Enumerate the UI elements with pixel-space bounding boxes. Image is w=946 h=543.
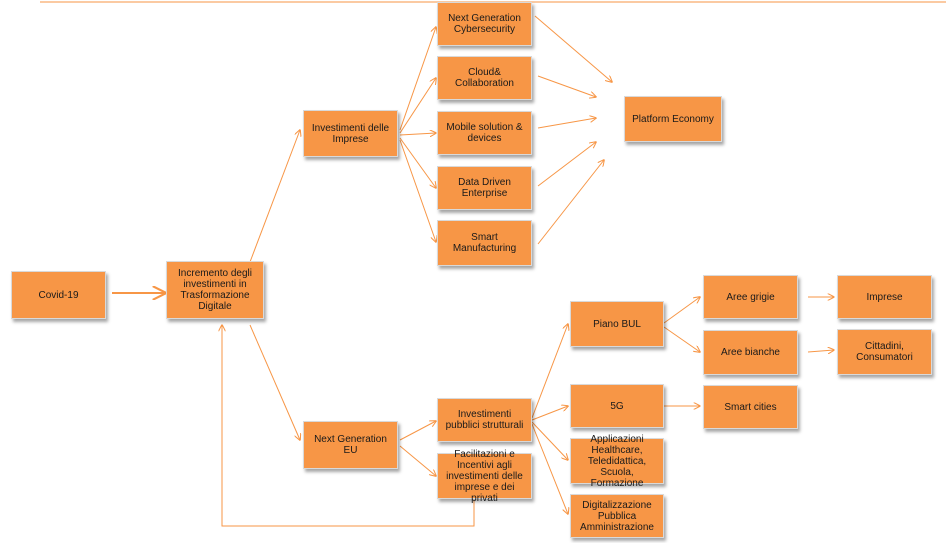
- arrow-imprese-mobile: [399, 133, 436, 135]
- node-cittadini: Cittadini, Consumatori: [837, 329, 932, 375]
- node-next-generation-eu: Next Generation EU: [303, 421, 398, 469]
- arrow-pubblici-digitalizzazione: [531, 423, 568, 514]
- arrow-pubblici-5g: [531, 406, 568, 421]
- node-data-driven: Data Driven Enterprise: [437, 166, 532, 210]
- arrow-nge-pubblici: [399, 421, 436, 441]
- arrow-pubblici-bul: [531, 324, 568, 419]
- arrow-bul-grigie: [663, 297, 700, 324]
- node-smart-manufacturing: Smart Manufacturing: [437, 220, 532, 266]
- arrow-mobile-platform: [537, 118, 596, 129]
- node-investimenti-imprese: Investimenti delle Imprese: [303, 110, 398, 157]
- node-incremento: Incremento degli investimenti in Trasfor…: [166, 261, 264, 319]
- arrow-incremento-nge: [249, 324, 300, 440]
- node-cloud: Cloud& Collaboration: [437, 56, 532, 100]
- arrow-imprese-smartmfg: [399, 139, 436, 242]
- arrow-imprese-cyber: [399, 27, 436, 131]
- arrow-imprese-datadriven: [399, 137, 436, 188]
- arrow-cloud-platform: [537, 75, 596, 97]
- node-cybersecurity: Next Generation Cybersecurity: [437, 2, 532, 46]
- node-aree-bianche: Aree bianche: [703, 330, 798, 375]
- node-covid: Covid-19: [11, 271, 106, 319]
- arrow-nge-facilitazioni: [399, 445, 436, 476]
- arrow-smartmfg-platform: [537, 160, 604, 245]
- arrow-datadriven-platform: [537, 142, 596, 187]
- node-smart-cities: Smart cities: [703, 385, 798, 429]
- node-investimenti-pubblici: Investimenti pubblici strutturali: [437, 398, 532, 442]
- arrow-cyber-platform: [534, 15, 612, 82]
- node-5g: 5G: [570, 384, 664, 428]
- node-imprese: Imprese: [837, 275, 932, 319]
- node-digitalizzazione: Digitalizzazione Pubblica Amministrazion…: [570, 494, 664, 538]
- node-piano-bul: Piano BUL: [570, 301, 664, 347]
- arrow-bul-bianche: [663, 326, 700, 352]
- arrow-imprese-cloud: [399, 78, 436, 134]
- node-facilitazioni: Facilitazioni e Incentivi agli investime…: [437, 449, 532, 504]
- arrow-incremento-imprese: [249, 130, 300, 263]
- arrow-bianche-cittadini: [807, 350, 834, 352]
- arrow-pubblici-applicazioni: [531, 421, 568, 460]
- arrow-feedback-loop: [222, 325, 475, 527]
- node-mobile: Mobile solution & devices: [437, 111, 532, 155]
- node-platform-economy: Platform Economy: [624, 96, 722, 142]
- node-aree-grigie: Aree grigie: [703, 275, 798, 319]
- node-applicazioni: Applicazioni Healthcare, Teledidattica, …: [570, 434, 664, 489]
